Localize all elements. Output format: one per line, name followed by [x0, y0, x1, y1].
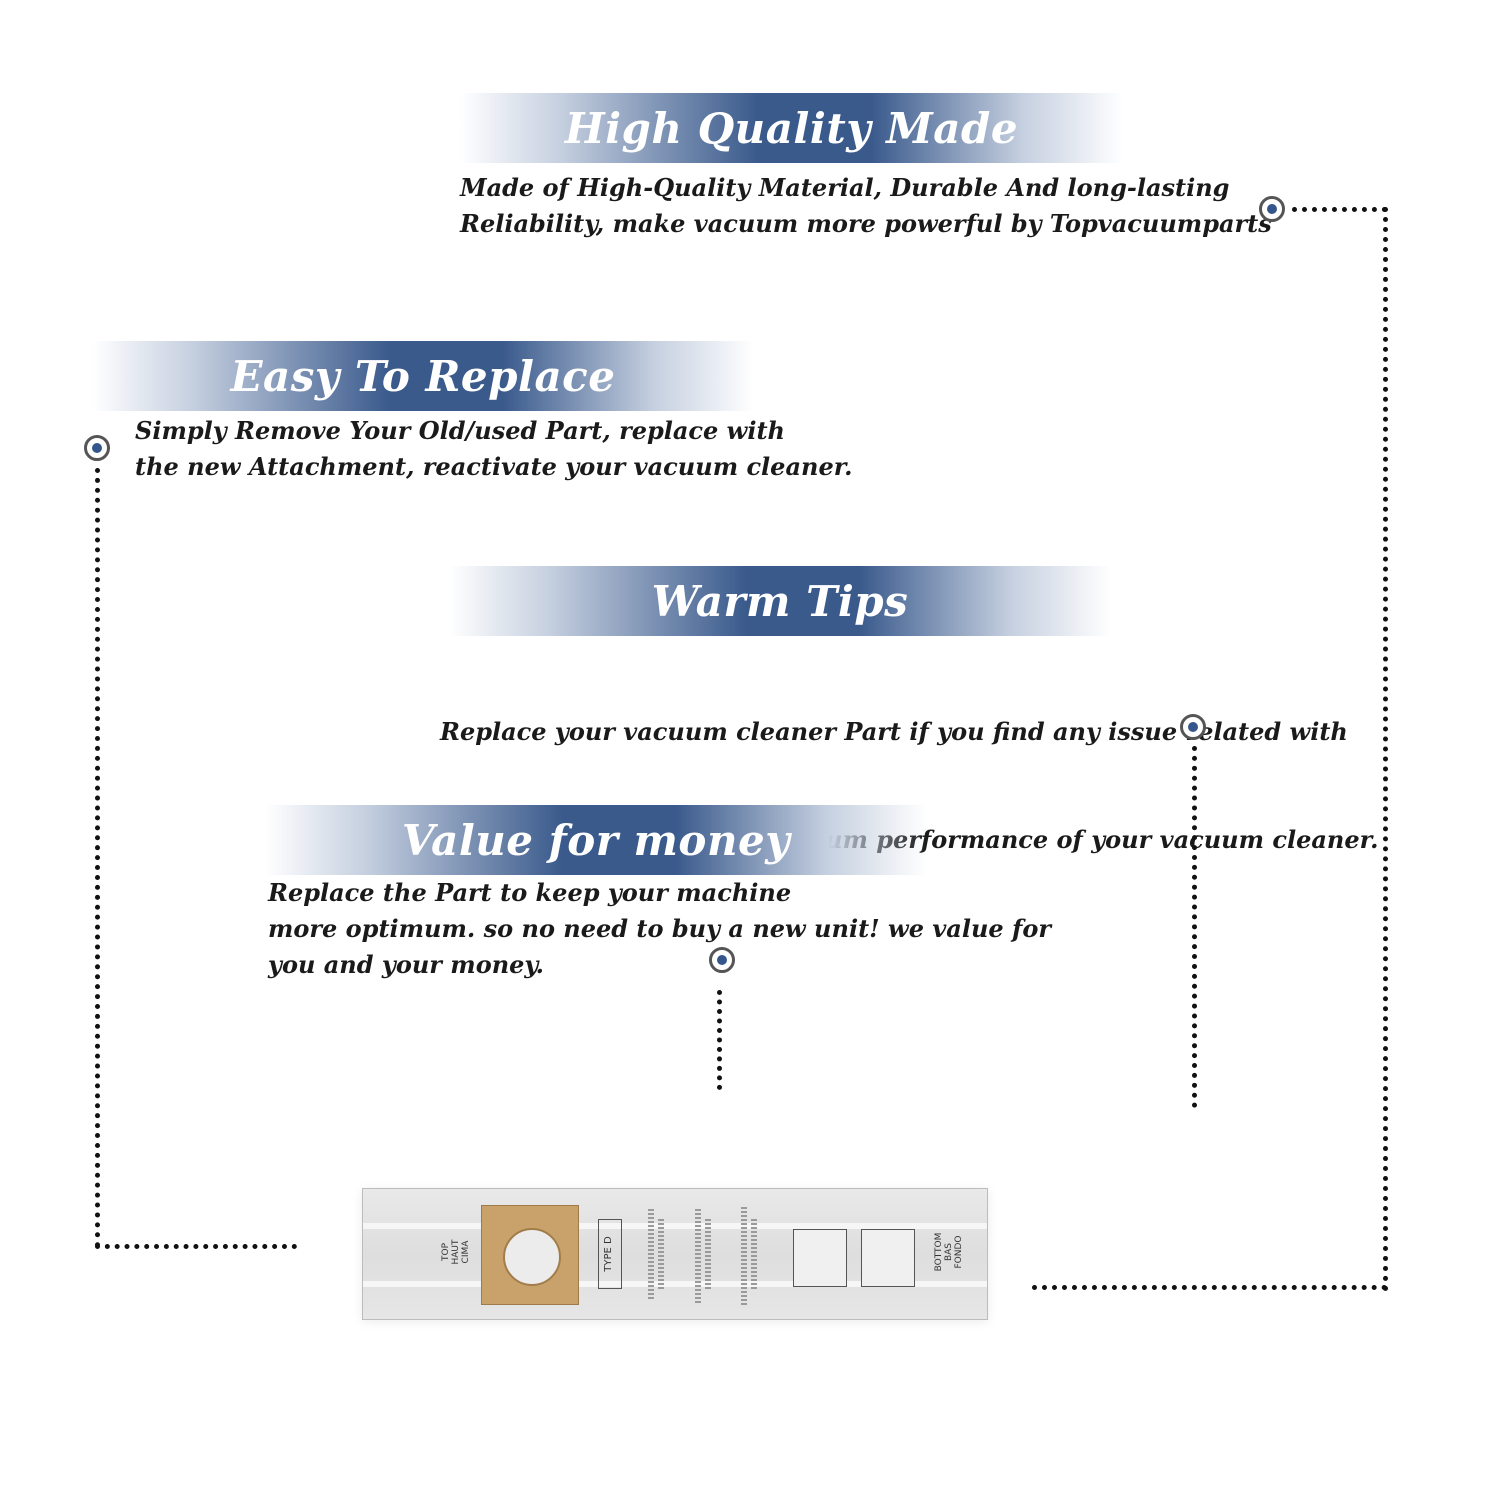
vacuum-bag-image: TOP HAUT CIMA TYPE D BOTTOM BAS FONDO	[362, 1188, 988, 1320]
dotted-connector	[1292, 207, 1387, 212]
type-label: TYPE D	[603, 1236, 614, 1272]
section-title: Warm Tips	[651, 576, 909, 626]
section-title: Value for money	[401, 815, 791, 865]
section-description: Replace the Part to keep your machine mo…	[268, 875, 1051, 983]
section-title: Easy To Replace	[230, 351, 616, 401]
instructions-text-block	[695, 1209, 701, 1304]
connector-dot-icon	[84, 435, 110, 461]
connector-dot-icon	[709, 947, 735, 973]
banner-high-quality: High Quality Made	[460, 93, 1123, 163]
description-line: Simply Remove Your Old/used Part, replac…	[135, 416, 785, 445]
description-line: Replace the Part to keep your machine	[268, 878, 792, 907]
instructions-text-block	[741, 1207, 747, 1305]
bag-opening	[503, 1228, 561, 1286]
bottom-label: BOTTOM BAS FONDO	[934, 1232, 964, 1272]
dotted-connector	[95, 1244, 297, 1249]
instructions-text-block	[705, 1219, 711, 1289]
instructions-text-block	[648, 1209, 654, 1301]
dotted-connector	[1032, 1285, 1387, 1290]
instructions-text-block	[658, 1219, 664, 1289]
description-line: more optimum. so no need to buy a new un…	[268, 914, 1051, 943]
instructions-text-block	[751, 1219, 757, 1289]
cardboard-collar	[481, 1205, 579, 1305]
banner-value-money: Value for money	[265, 805, 927, 875]
dotted-connector	[1383, 207, 1388, 1292]
description-line: Made of High-Quality Material, Durable A…	[460, 173, 1230, 202]
banner-easy-replace: Easy To Replace	[92, 341, 754, 411]
type-box: TYPE D	[598, 1219, 622, 1289]
description-line: the new Attachment, reactivate your vacu…	[135, 452, 853, 481]
instruction-pictogram-icon	[861, 1229, 915, 1287]
connector-dot-icon	[1259, 196, 1285, 222]
description-line: Reliability, make vacuum more powerful b…	[460, 209, 1272, 238]
banner-warm-tips: Warm Tips	[449, 566, 1111, 636]
section-title: High Quality Made	[564, 103, 1019, 153]
dotted-connector	[95, 468, 100, 1248]
instruction-pictogram-icon	[793, 1229, 847, 1287]
section-description: Made of High-Quality Material, Durable A…	[460, 170, 1272, 242]
description-line: you and your money.	[268, 950, 544, 979]
dotted-connector	[1192, 746, 1197, 1108]
section-description: Simply Remove Your Old/used Part, replac…	[135, 413, 853, 485]
dotted-connector	[717, 990, 722, 1090]
description-line: Replace your vacuum cleaner Part if you …	[440, 717, 1348, 746]
top-label: TOP HAUT CIMA	[441, 1239, 471, 1265]
connector-dot-icon	[1180, 714, 1206, 740]
